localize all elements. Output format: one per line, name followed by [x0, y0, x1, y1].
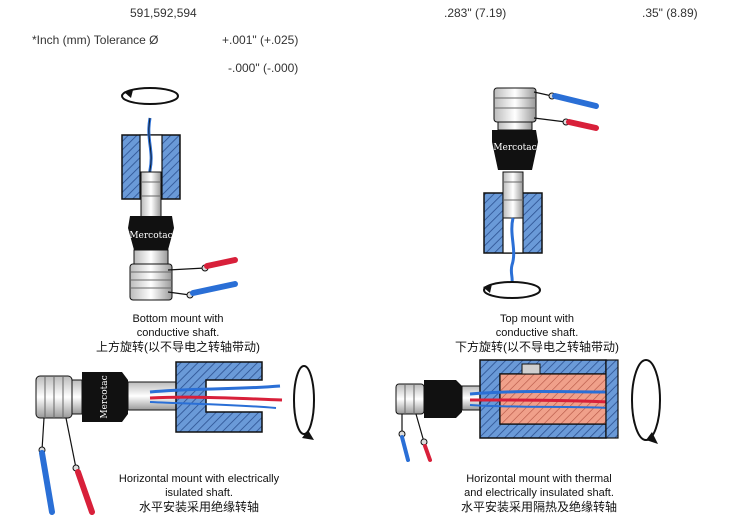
tolerance-plus: +.001" (+.025): [222, 33, 299, 47]
part-numbers: 591,592,594: [130, 6, 197, 20]
bottom-mount-caption: Bottom mount with conductive shaft. 上方旋转…: [78, 312, 278, 354]
top-mount-caption: Top mount with conductive shaft. 下方旋转(以不…: [437, 312, 637, 354]
bottom-mount-logo-text: Mercotac: [129, 231, 172, 241]
top-mount-logo-text: Mercotac: [493, 143, 536, 153]
top-mount-caption-line2: conductive shaft.: [495, 327, 579, 339]
bottom-mount-diagram: Mercotac: [121, 87, 238, 301]
tolerance-label: *Inch (mm) Tolerance Ø: [32, 33, 159, 47]
top-mount-caption-line1: Top mount with: [500, 313, 574, 325]
horizontal-electric-caption: Horizontal mount with electrically isula…: [99, 472, 299, 514]
horizontal-thermal-caption-line2: and electrically insulated shaft.: [464, 487, 614, 499]
bottom-mount-caption-line2: conductive shaft.: [136, 327, 220, 339]
tolerance-minus: -.000" (-.000): [228, 61, 299, 75]
horizontal-thermal-caption-line1: Horizontal mount with thermal: [466, 473, 612, 485]
top-mount-caption-zh: 下方旋转(以不导电之转轴带动): [455, 340, 619, 354]
dimension-label-1: .283" (7.19): [444, 6, 507, 20]
horizontal-electric-caption-zh: 水平安装采用绝缘转轴: [138, 500, 259, 514]
horizontal-thermal-diagram: [395, 359, 661, 462]
horizontal-thermal-caption-zh: 水平安装采用隔热及绝缘转轴: [460, 500, 617, 514]
horizontal-electric-logo-text: Mercotac: [100, 375, 110, 418]
horizontal-electric-caption-line2: isulated shaft.: [165, 487, 233, 499]
top-mount-diagram: Mercotac: [483, 87, 599, 299]
horizontal-electric-caption-line1: Horizontal mount with electrically: [118, 473, 280, 485]
bottom-mount-caption-zh: 上方旋转(以不导电之转轴带动): [96, 340, 260, 354]
horizontal-electric-diagram: Mercotac: [35, 361, 315, 515]
bottom-mount-caption-line1: Bottom mount with: [132, 313, 224, 325]
dimension-label-2: .35" (8.89): [642, 6, 698, 20]
horizontal-thermal-caption: Horizontal mount with thermal and electr…: [439, 472, 639, 514]
